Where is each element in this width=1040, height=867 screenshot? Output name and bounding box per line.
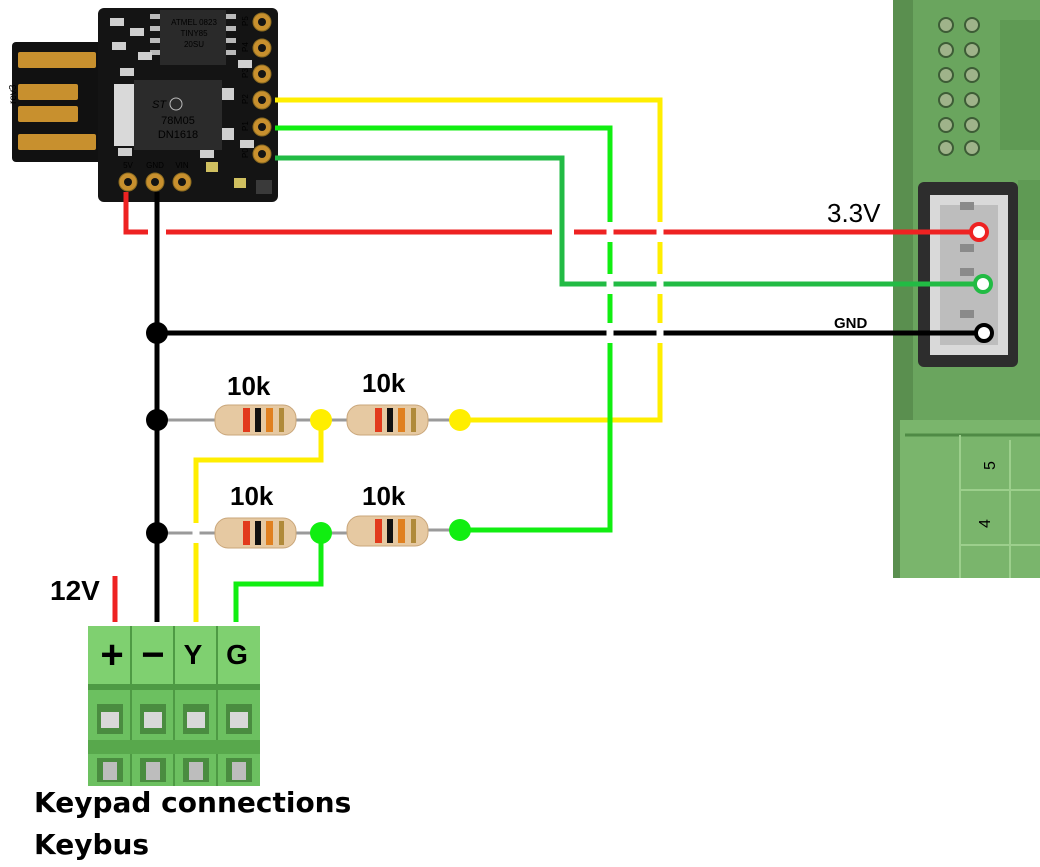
pin-label-gnd: GND	[146, 161, 164, 170]
pcb-silk-digit-5: 5	[982, 461, 999, 470]
pin-label-p4: P4	[241, 42, 250, 52]
endpoint-green	[973, 274, 993, 294]
label-r4: 10k	[362, 481, 406, 511]
rev-label: rev3	[8, 84, 19, 104]
junction-gnd-top	[146, 322, 168, 344]
terminal-block: + − Y G	[88, 626, 260, 786]
terminal-label-minus: −	[141, 633, 164, 677]
wire-red-3v3	[123, 192, 148, 235]
wire-green-keypad	[233, 533, 324, 622]
wires	[112, 97, 984, 622]
chip-marking-3: 20SU	[184, 40, 204, 49]
junction-yellow-mid	[310, 409, 332, 431]
keypad-pcb: 5 4	[893, 0, 1040, 578]
pin-label-p5: P5	[241, 16, 250, 26]
junction-green-end	[449, 519, 471, 541]
junction-gnd-r3	[146, 522, 168, 544]
chip-marking-2: TINY85	[180, 29, 208, 38]
terminal-label-y: Y	[184, 639, 203, 670]
caption-keypad-connections: Keypad connections	[34, 786, 352, 819]
label-3v3: 3.3V	[827, 198, 881, 228]
regulator-logo: ST	[152, 99, 167, 111]
wire-yellow	[275, 97, 663, 423]
resistor-r2	[346, 404, 429, 436]
pin-label-5v: 5V	[123, 161, 133, 170]
crossing-gaps	[192, 222, 664, 543]
caption-keybus: Keybus	[34, 828, 150, 861]
pin-label-p1: P1	[241, 121, 250, 131]
regulator-marking-2: DN1618	[158, 129, 198, 141]
terminal-label-g: G	[226, 639, 248, 670]
endpoint-gnd	[974, 323, 994, 343]
pin-label-p3: P3	[241, 68, 250, 78]
resistor-r4	[346, 515, 429, 547]
label-r2: 10k	[362, 368, 406, 398]
junctions	[146, 222, 994, 544]
pin-label-p0: P0	[241, 148, 250, 158]
junction-green-mid	[310, 522, 332, 544]
label-12v: 12V	[50, 575, 100, 606]
wire-green-p0	[275, 155, 982, 287]
chip-marking-1: ATMEL 0823	[171, 18, 217, 27]
junction-gnd-r1	[146, 409, 168, 431]
digispark-board: rev3 ATMEL 0823 TINY85 20SU ST 78M05 D	[8, 8, 278, 202]
junction-yellow-end	[449, 409, 471, 431]
regulator-marking-1: 78M05	[161, 115, 195, 127]
label-gnd: GND	[834, 315, 868, 332]
resistor-r1	[214, 404, 297, 436]
endpoint-3v3	[969, 222, 989, 242]
pin-label-vin: VIN	[175, 161, 189, 170]
terminal-label-plus: +	[100, 633, 123, 677]
resistor-r3	[214, 517, 297, 549]
resistors	[214, 404, 429, 549]
pcb-silk-digit-4: 4	[977, 519, 994, 528]
label-r1: 10k	[227, 371, 271, 401]
pin-label-p2: P2	[241, 94, 250, 104]
wire-redraw	[193, 100, 663, 622]
label-r3: 10k	[230, 481, 274, 511]
